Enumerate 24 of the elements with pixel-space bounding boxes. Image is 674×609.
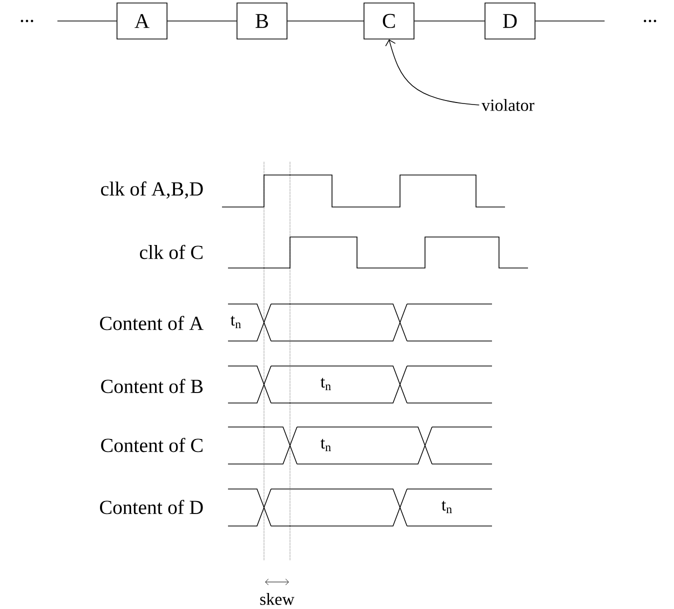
dimension-label: skew xyxy=(260,593,294,605)
block-box: D xyxy=(484,2,536,40)
wire xyxy=(414,20,485,22)
wire xyxy=(535,20,605,22)
callout-text: violator xyxy=(482,99,534,111)
block-box: C xyxy=(364,2,414,40)
subscript-label: t$_{n}$ xyxy=(320,438,331,452)
signal-label: clk of C xyxy=(140,244,202,260)
wire xyxy=(57,20,117,22)
signal-label: clk of A,B,D xyxy=(101,181,203,199)
ellipsis: ... xyxy=(644,20,656,22)
subscript-label: t$_{n}$ xyxy=(320,378,331,390)
subscript-label: t$_{n}$ xyxy=(230,316,241,328)
block-box: A xyxy=(116,2,168,40)
signal-label: Content of C xyxy=(101,438,202,452)
signal-label: Content of D xyxy=(100,500,203,514)
subscript-label: t$_{n}$ xyxy=(442,500,452,514)
wire xyxy=(167,20,237,22)
block-box: B xyxy=(236,2,288,40)
leader-line xyxy=(385,39,480,106)
signal-label: Content of A xyxy=(100,316,204,330)
wire xyxy=(287,20,364,22)
ellipsis: ... xyxy=(20,20,34,22)
signal-label: Content of B xyxy=(101,378,203,394)
